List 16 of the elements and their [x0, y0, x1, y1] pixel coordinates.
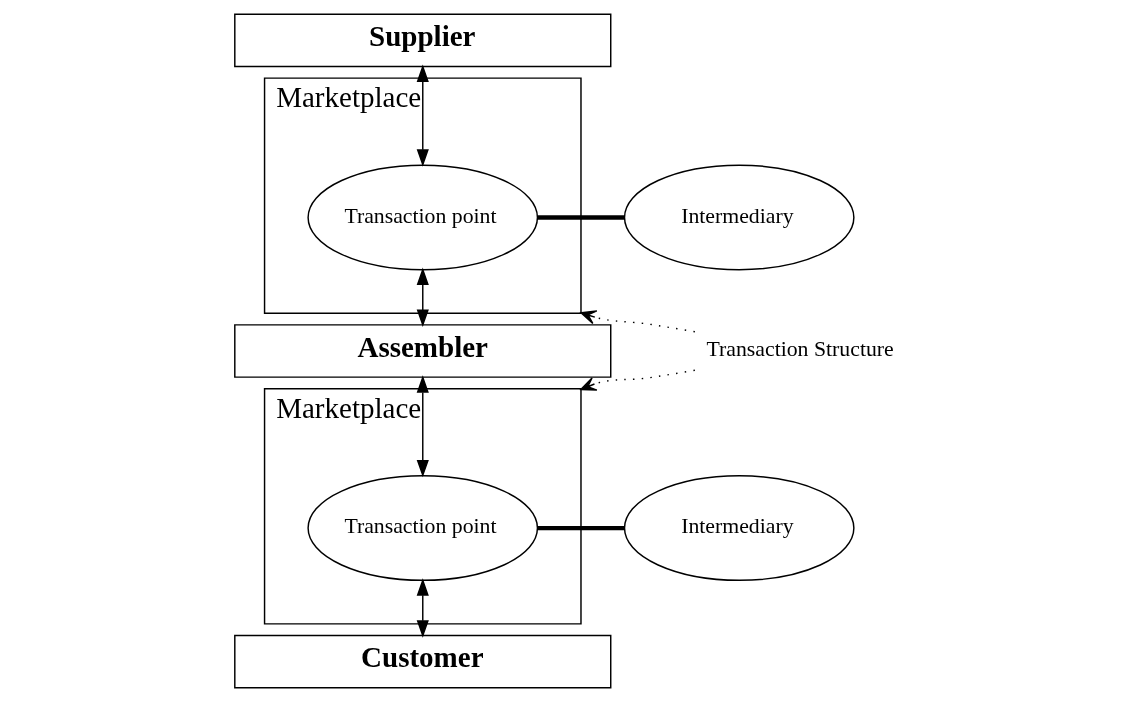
connector — [537, 525, 624, 531]
node-text: Transaction Structure — [706, 337, 894, 362]
node-box: Customer — [233, 634, 611, 689]
node-box: Assembler — [233, 324, 611, 378]
node-ellipse: Intermediary — [623, 164, 855, 271]
node-box: Supplier — [233, 13, 611, 68]
arrow — [579, 369, 696, 391]
arrow — [416, 375, 429, 478]
arrow — [416, 267, 429, 328]
arrow — [579, 310, 696, 333]
connector — [537, 215, 624, 220]
node-ellipse: Intermediary — [623, 475, 855, 582]
arrow — [416, 64, 429, 167]
arrow — [416, 578, 429, 638]
node-ellipse: Transaction point — [306, 164, 538, 271]
node-ellipse: Transaction point — [306, 475, 538, 582]
